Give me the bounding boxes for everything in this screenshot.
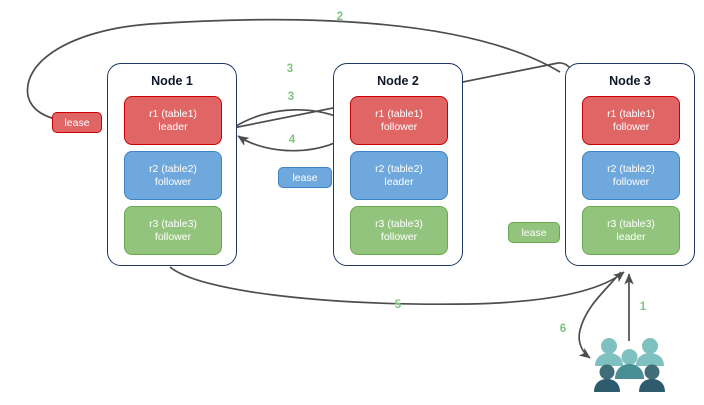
step-label-2: 2: [336, 11, 344, 23]
replica-role: follower: [380, 120, 418, 133]
replica-r3-node3[interactable]: r3 (table3) leader: [582, 206, 680, 255]
step-label-1: 1: [639, 301, 647, 313]
replica-role: leader: [384, 175, 414, 188]
step-label-3b: 3: [287, 91, 295, 103]
replica-r1-node1[interactable]: r1 (table1) leader: [124, 96, 222, 145]
replica-name: r3 (table3): [375, 217, 423, 230]
users-group-icon: [594, 338, 665, 392]
replica-r3-node2[interactable]: r3 (table3) follower: [350, 206, 448, 255]
lease-badge-r1[interactable]: lease: [52, 112, 102, 133]
replica-name: r2 (table2): [375, 162, 423, 175]
replica-role: follower: [612, 175, 650, 188]
lease-badge-r2[interactable]: lease: [278, 167, 332, 188]
replica-role: follower: [612, 120, 650, 133]
replica-role: follower: [154, 230, 192, 243]
lease-badge-r3[interactable]: lease: [508, 222, 560, 243]
replica-r1-node3[interactable]: r1 (table1) follower: [582, 96, 680, 145]
replica-name: r1 (table1): [375, 107, 423, 120]
replica-name: r3 (table3): [149, 217, 197, 230]
replica-r2-node1[interactable]: r2 (table2) follower: [124, 151, 222, 200]
replica-name: r1 (table1): [607, 107, 655, 120]
node-box-3: Node 3 r1 (table1) follower r2 (table2) …: [565, 63, 695, 266]
replica-name: r2 (table2): [149, 162, 197, 175]
replica-role: leader: [158, 120, 188, 133]
node-title: Node 3: [609, 74, 651, 88]
replica-role: follower: [154, 175, 192, 188]
node-box-2: Node 2 r1 (table1) follower r2 (table2) …: [333, 63, 463, 266]
node-title: Node 1: [151, 74, 193, 88]
replica-role: follower: [380, 230, 418, 243]
node-title: Node 2: [377, 74, 419, 88]
step-label-4: 4: [288, 134, 296, 146]
step-label-5: 5: [394, 299, 402, 311]
replica-r2-node2[interactable]: r2 (table2) leader: [350, 151, 448, 200]
replica-r1-node2[interactable]: r1 (table1) follower: [350, 96, 448, 145]
replica-name: r1 (table1): [149, 107, 197, 120]
replica-r3-node1[interactable]: r3 (table3) follower: [124, 206, 222, 255]
node-box-1: Node 1 r1 (table1) leader r2 (table2) fo…: [107, 63, 237, 266]
replica-name: r2 (table2): [607, 162, 655, 175]
replica-r2-node3[interactable]: r2 (table2) follower: [582, 151, 680, 200]
step-label-6: 6: [559, 323, 567, 335]
step-label-3a: 3: [286, 63, 294, 75]
replica-role: leader: [616, 230, 646, 243]
replica-name: r3 (table3): [607, 217, 655, 230]
